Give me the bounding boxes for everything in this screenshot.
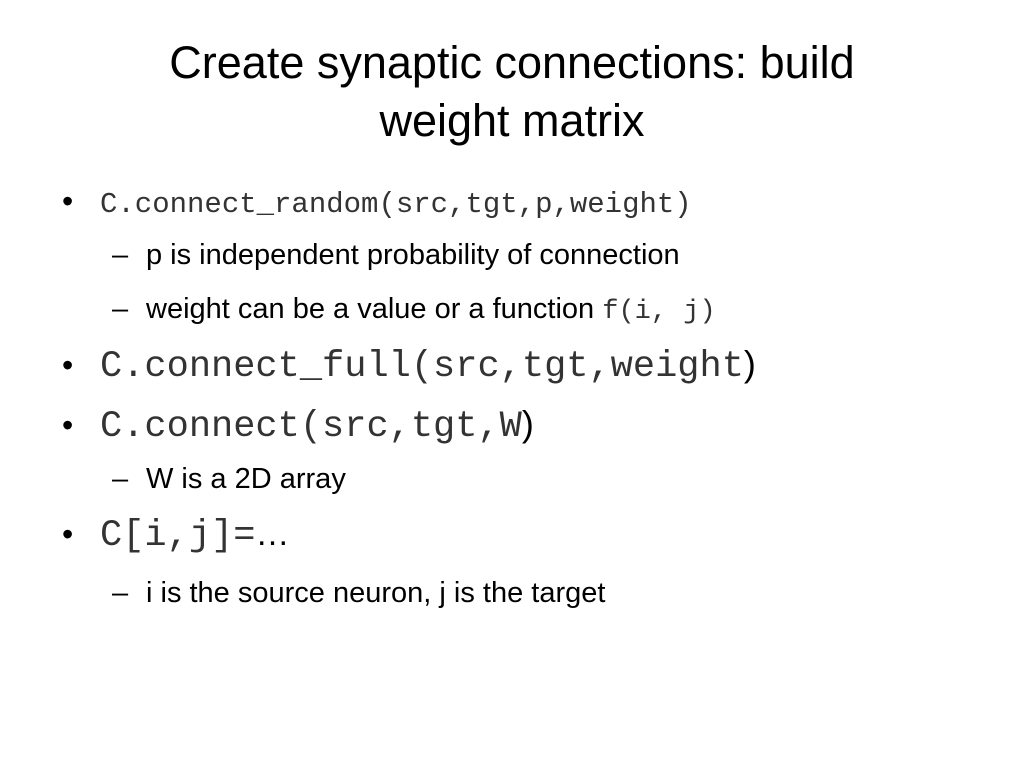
bullet-connect-full: • C.connect_full(src,tgt,weight) [62, 343, 756, 388]
bullet-marker: • [62, 407, 74, 443]
sub-bullet-p-probability: –p is independent probability of connect… [112, 239, 680, 272]
closing-paren: ) [521, 403, 534, 444]
code-f-i-j: f(i, j) [602, 297, 716, 327]
closing-paren: ) [743, 343, 756, 384]
sub-bullet-weight-function: –weight can be a value or a function f(i… [112, 293, 716, 327]
code-connect: C.connect(src,tgt,W [100, 406, 522, 448]
code-c-index: C[i,j]= [100, 515, 256, 557]
ellipsis: … [255, 515, 290, 553]
dash-marker: – [112, 463, 129, 495]
sub-bullet-text: p is independent probability of connecti… [146, 239, 680, 271]
slide-title: Create synaptic connections: build weigh… [60, 34, 964, 150]
slide-title-line-2: weight matrix [379, 95, 645, 146]
sub-bullet-text: i is the source neuron, j is the target [146, 577, 606, 609]
slide-title-line-1: Create synaptic connections: build [169, 37, 855, 88]
code-connect-random: C.connect_random(src,tgt,p,weight) [100, 188, 692, 221]
dash-marker: – [112, 293, 129, 325]
sub-bullet-source-target: –i is the source neuron, j is the target [112, 577, 605, 610]
bullet-c-index-assign: • C[i,j]=… [62, 515, 289, 557]
dash-marker: – [112, 239, 129, 271]
bullet-connect-random: • C.connect_random(src,tgt,p,weight) [62, 183, 692, 221]
bullet-marker: • [62, 347, 74, 383]
sub-bullet-text: W is a 2D array [146, 463, 346, 495]
bullet-marker: • [62, 516, 74, 552]
sub-bullet-text: weight can be a value or a function [146, 293, 603, 325]
bullet-marker: • [62, 183, 74, 219]
code-connect-full: C.connect_full(src,tgt,weight [100, 346, 744, 388]
sub-bullet-w-2d-array: –W is a 2D array [112, 463, 346, 496]
dash-marker: – [112, 577, 129, 609]
bullet-connect: • C.connect(src,tgt,W) [62, 403, 534, 448]
